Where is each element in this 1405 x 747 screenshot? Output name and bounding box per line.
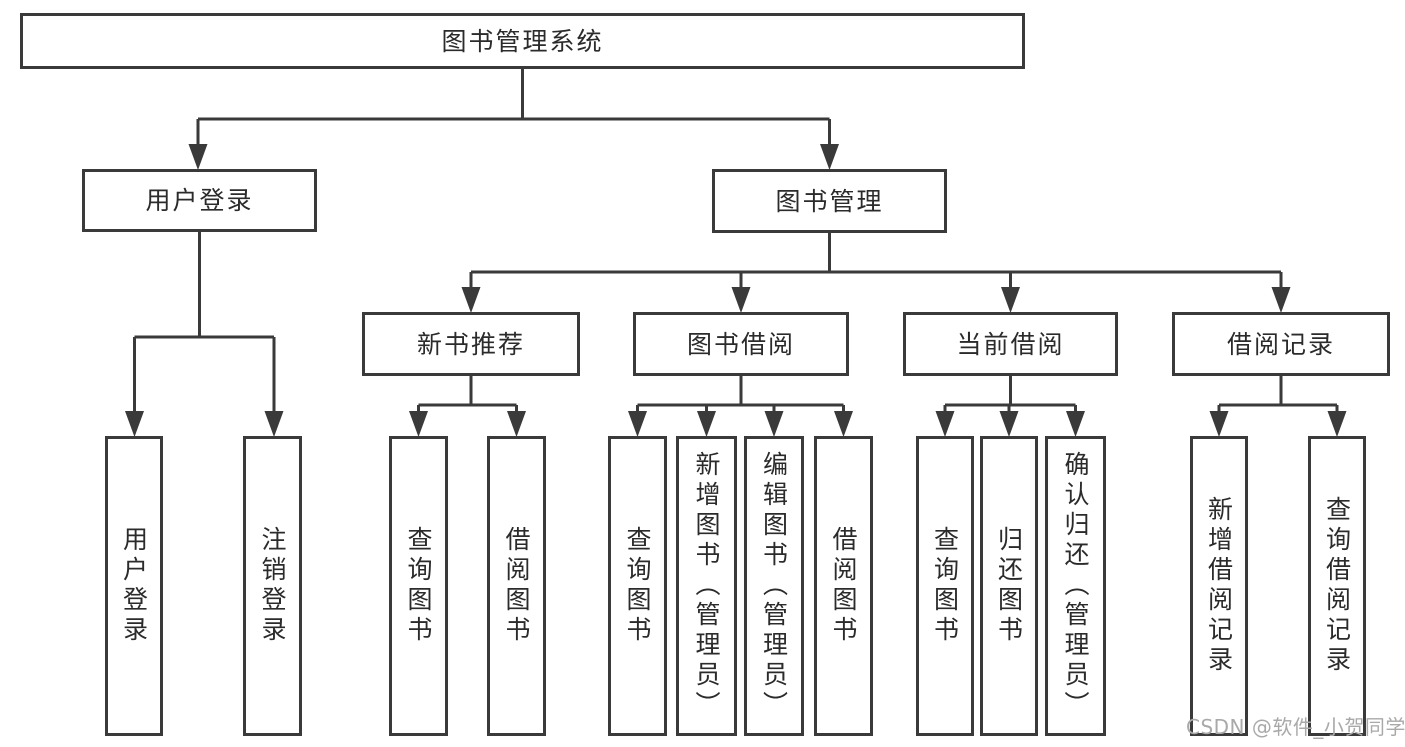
arrowhead-icon [125, 411, 144, 437]
arrowhead-icon [1066, 411, 1085, 437]
node-label: 图书借阅 [686, 329, 795, 359]
node-label: 新书推荐 [416, 329, 525, 359]
node-label: 借阅图书 [502, 526, 531, 646]
connector-borrowing-records-children [1209, 375, 1347, 437]
arrowhead-icon [999, 411, 1019, 437]
leaf-query-books-recommend: 查询图书 [389, 436, 448, 736]
watermark: CSDN @软件_小贺同学 [1186, 715, 1405, 739]
arrowhead-icon [1209, 411, 1229, 437]
connector-book-borrowing-children [628, 375, 853, 437]
node-book-borrowing: 图书借阅 [633, 312, 849, 376]
arrowhead-icon [409, 411, 428, 437]
leaf-query-books-borrow: 查询图书 [608, 436, 667, 736]
node-label: 查询图书 [404, 526, 433, 646]
node-label: 新增图书（管理员） [692, 451, 721, 721]
node-label: 用户登录 [145, 186, 254, 215]
node-label: 注销登录 [258, 526, 287, 646]
node-label: 图书管理 [775, 186, 884, 216]
leaf-query-borrow-record: 查询借阅记录 [1308, 436, 1366, 736]
leaf-borrow-books-recommend: 借阅图书 [487, 436, 546, 736]
node-user-login: 用户登录 [82, 169, 317, 232]
arrowhead-icon [1271, 287, 1291, 313]
leaf-add-borrow-record: 新增借阅记录 [1190, 436, 1248, 736]
connector-user-login-children [125, 232, 284, 437]
arrowhead-icon [1001, 287, 1020, 313]
arrowhead-icon [188, 144, 208, 170]
node-label: 图书管理系统 [441, 26, 604, 56]
leaf-edit-book-admin: 编辑图书（管理员） [744, 436, 804, 736]
node-new-book-recommendation: 新书推荐 [362, 312, 580, 376]
connector-root-to-level2 [188, 69, 839, 170]
node-label: 借阅记录 [1226, 329, 1335, 359]
node-label: 用户登录 [119, 526, 149, 646]
arrowhead-icon [764, 411, 784, 437]
leaf-return-book: 归还图书 [980, 436, 1038, 736]
node-label: 查询图书 [623, 526, 652, 646]
leaf-borrow-books: 借阅图书 [814, 436, 873, 736]
node-label: 新增借阅记录 [1204, 496, 1234, 676]
arrowhead-icon [731, 287, 751, 313]
connector-new-book-recommendation-children [409, 375, 526, 437]
node-library-management-system: 图书管理系统 [20, 13, 1025, 69]
leaf-query-books-current: 查询图书 [916, 436, 974, 736]
node-label: 当前借阅 [956, 329, 1065, 359]
leaf-user-login: 用户登录 [105, 436, 163, 736]
arrowhead-icon [820, 144, 839, 170]
node-book-management: 图书管理 [712, 169, 947, 233]
leaf-add-book-admin: 新增图书（管理员） [676, 436, 737, 736]
node-label: 确认归还（管理员） [1061, 451, 1090, 721]
node-current-borrowing: 当前借阅 [903, 312, 1118, 376]
arrowhead-icon [507, 411, 526, 437]
arrowhead-icon [628, 411, 647, 437]
connector-book-management-to-level3 [461, 232, 1291, 313]
node-label: 查询借阅记录 [1322, 496, 1352, 676]
node-label: 查询图书 [930, 526, 960, 646]
node-label: 编辑图书（管理员） [759, 451, 789, 721]
leaf-logout: 注销登录 [243, 436, 302, 736]
node-borrowing-records: 借阅记录 [1172, 312, 1390, 376]
arrowhead-icon [1327, 411, 1347, 437]
node-label: 归还图书 [994, 526, 1024, 646]
arrowhead-icon [834, 411, 853, 437]
connector-current-borrowing-children [935, 375, 1085, 437]
arrowhead-icon [461, 287, 481, 313]
node-label: 借阅图书 [829, 526, 858, 646]
leaf-confirm-return-admin: 确认归还（管理员） [1045, 436, 1106, 736]
arrowhead-icon [935, 411, 955, 437]
arrowhead-icon [264, 411, 284, 437]
arrowhead-icon [697, 411, 716, 437]
